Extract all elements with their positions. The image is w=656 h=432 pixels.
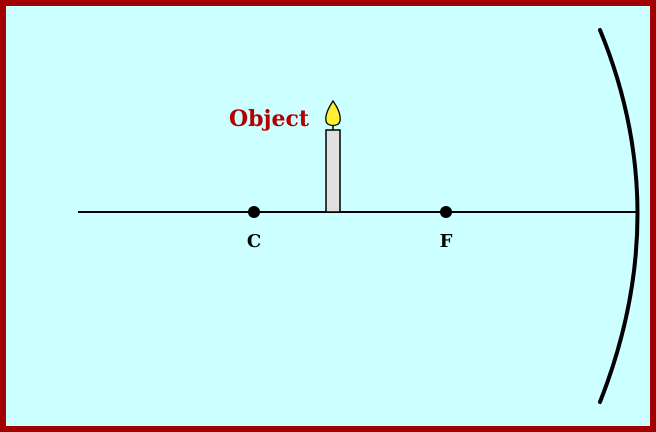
focal-point-label: F (440, 231, 453, 252)
object-label: Object (229, 106, 310, 132)
candle-body (325, 129, 341, 213)
flame-icon (325, 99, 341, 127)
concave-mirror (598, 28, 640, 404)
candle-icon (325, 99, 341, 213)
center-of-curvature-point (248, 206, 260, 218)
center-of-curvature-label: C (247, 231, 261, 252)
focal-point (440, 206, 452, 218)
